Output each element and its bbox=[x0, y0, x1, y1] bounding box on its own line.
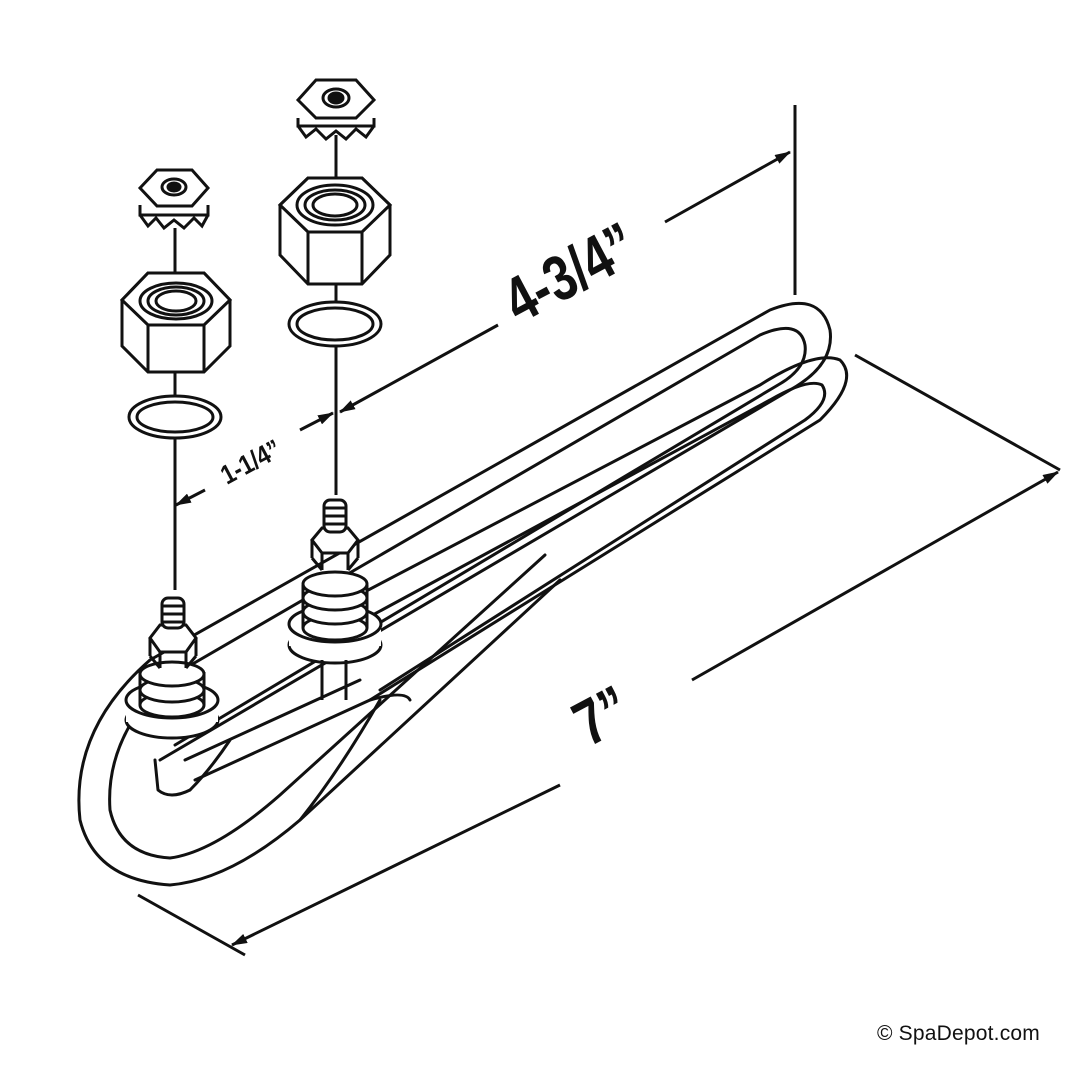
heating-element-loops bbox=[77, 301, 849, 887]
height-dimension-label: 4-3/4” bbox=[492, 209, 648, 337]
copyright-notice: © SpaDepot.com bbox=[876, 1022, 1040, 1045]
right-terminal bbox=[287, 498, 383, 700]
left-exploded-hardware bbox=[119, 168, 233, 590]
left-terminal bbox=[124, 596, 220, 740]
length-dimension-label: 7” bbox=[562, 672, 642, 760]
right-exploded-hardware bbox=[277, 78, 393, 495]
dimension-lines bbox=[137, 105, 1061, 957]
spacing-dimension-label: 1-1/4” bbox=[216, 434, 286, 491]
